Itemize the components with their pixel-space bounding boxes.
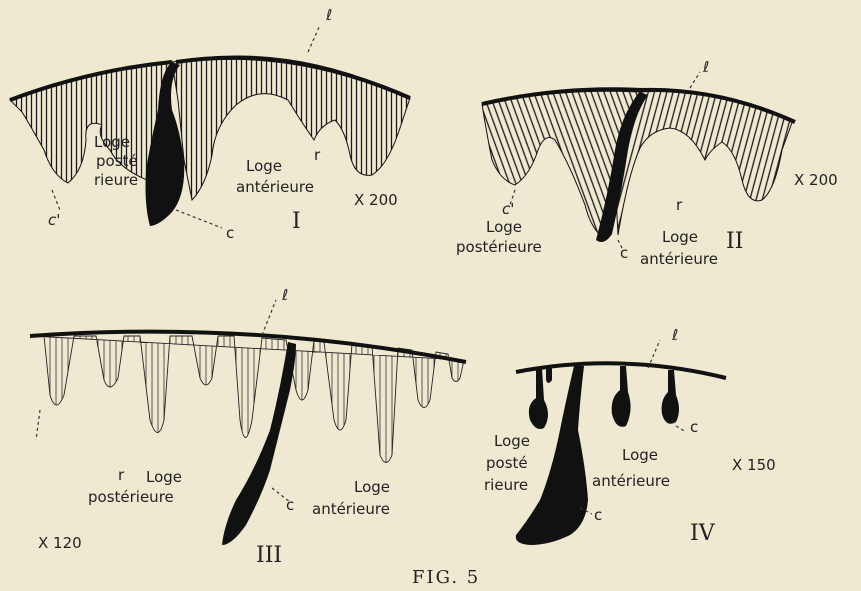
- panel-3-loge-ant-1: Loge: [354, 478, 390, 496]
- panel-1-loge-ant-2: antérieure: [236, 178, 314, 196]
- panel-3-loge-ant-2: antérieure: [312, 500, 390, 518]
- panel-1: ℓ c' r c Loge posté rieure Loge antérieu…: [10, 6, 410, 242]
- panel-1-mark-c-prime: c': [48, 211, 60, 229]
- panel-4-mark-l: ℓ: [671, 326, 678, 344]
- panel-3-mark-c: c: [286, 496, 294, 514]
- panel-4-mark-c-top: c: [690, 418, 698, 436]
- panel-2-mark-c: c: [620, 244, 628, 262]
- panel-3-hatched-septa: [32, 336, 464, 463]
- panel-2: ℓ c' r c Loge postérieure Loge antérieur…: [456, 58, 838, 268]
- panel-2-anterior-layer: [615, 92, 793, 235]
- panel-4-mark-c: c: [594, 506, 602, 524]
- panel-2-numeral: II: [726, 229, 743, 254]
- panel-1-loge-ant-1: Loge: [246, 157, 282, 175]
- panel-2-loge-ant-2: antérieure: [640, 250, 718, 268]
- panel-3-loge-post-2: postérieure: [88, 488, 174, 506]
- panel-1-magnification: X 200: [354, 191, 398, 209]
- panel-3: ℓ r c Loge postérieure Loge antérieure I…: [30, 286, 466, 568]
- panel-4-loge-ant-1: Loge: [622, 446, 658, 464]
- panel-4-numeral: IV: [690, 521, 716, 546]
- panel-2-mark-c-prime: c': [502, 200, 514, 218]
- panel-4-loge-post-1: Loge: [494, 432, 530, 450]
- panel-2-loge-ant-1: Loge: [662, 228, 698, 246]
- panel-4-loge-post-3: rieure: [484, 476, 528, 494]
- panel-4-loge-post-2: posté: [486, 454, 528, 472]
- panel-4-drop-1: [529, 368, 548, 429]
- figure-caption: FIG. 5: [412, 567, 480, 588]
- panel-3-black-cone: [222, 342, 296, 545]
- panel-3-mark-r: r: [118, 466, 125, 484]
- panel-2-mark-l: ℓ: [702, 58, 709, 76]
- panel-3-mark-l: ℓ: [281, 286, 288, 304]
- panel-4-drop-4: [662, 370, 679, 424]
- panel-4-drop-2: [546, 368, 552, 383]
- panel-4-loge-ant-2: antérieure: [592, 472, 670, 490]
- panel-1-mark-l: ℓ: [325, 6, 332, 24]
- panel-1-mark-r: r: [314, 146, 321, 164]
- panel-3-numeral: III: [256, 543, 282, 568]
- panel-1-loge-post-1: Loge: [94, 133, 130, 151]
- panel-3-magnification: X 120: [38, 534, 82, 552]
- panel-4-magnification: X 150: [732, 456, 776, 474]
- panel-1-numeral: I: [292, 209, 301, 234]
- panel-2-magnification: X 200: [794, 171, 838, 189]
- panel-1-loge-post-3: rieure: [94, 171, 138, 189]
- panel-3-loge-post-1: Loge: [146, 468, 182, 486]
- panel-2-loge-post-1: Loge: [486, 218, 522, 236]
- panel-1-mark-c: c: [226, 224, 234, 242]
- panel-1-loge-post-2: posté: [96, 152, 138, 170]
- panel-2-loge-post-2: postérieure: [456, 238, 542, 256]
- panel-4-drop-3: [612, 366, 631, 427]
- panel-2-mark-r: r: [676, 196, 683, 214]
- panel-4: ℓ c c Loge posté rieure Loge antérieure …: [484, 326, 776, 546]
